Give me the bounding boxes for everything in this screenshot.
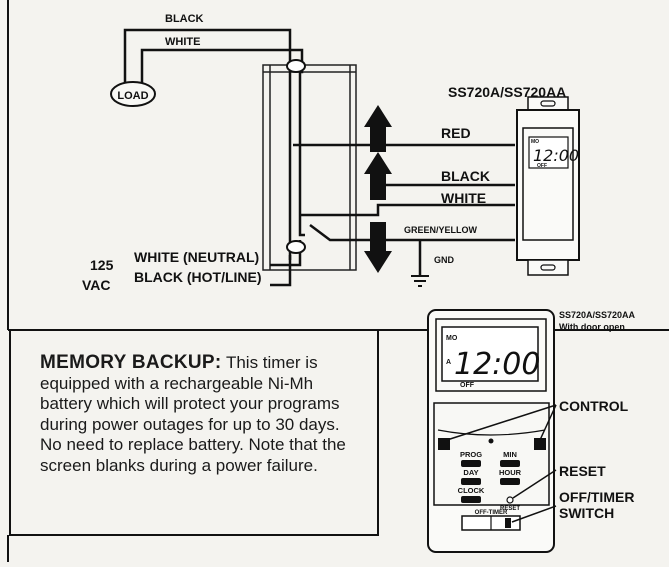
label-green-yellow: GREEN/YELLOW bbox=[404, 225, 478, 235]
wire-nut-bottom bbox=[286, 240, 306, 254]
label-black-top: BLACK bbox=[165, 13, 204, 25]
label-white-mid: WHITE bbox=[441, 190, 486, 206]
reset-button[interactable] bbox=[506, 496, 514, 504]
large-model-subcaption: With door open bbox=[559, 322, 625, 332]
wires bbox=[123, 28, 515, 287]
prog-button-label: PROG bbox=[460, 450, 482, 459]
callout-off-timer-1: OFF/TIMER bbox=[559, 489, 634, 505]
label-gnd: GND bbox=[434, 255, 455, 265]
arrow-up-icon bbox=[364, 105, 392, 152]
callout-lines bbox=[446, 404, 557, 523]
prog-button[interactable] bbox=[461, 460, 481, 467]
label-white-neutral: WHITE (NEUTRAL) bbox=[134, 249, 259, 265]
memory-backup-note: MEMORY BACKUP: This timer is equipped wi… bbox=[40, 352, 358, 476]
wire-green-yellow bbox=[309, 224, 515, 242]
min-button[interactable] bbox=[500, 460, 520, 467]
memory-backup-body: This timer is equipped with a rechargeab… bbox=[40, 353, 346, 475]
load-symbol bbox=[110, 81, 156, 107]
wire-white-mid bbox=[300, 203, 515, 217]
control-button-right[interactable] bbox=[534, 438, 546, 450]
label-red: RED bbox=[441, 125, 471, 141]
label-white-top: WHITE bbox=[165, 36, 200, 48]
voltage-number: 125 bbox=[90, 257, 114, 273]
callout-reset: RESET bbox=[559, 463, 606, 479]
large-status-indicator: OFF bbox=[460, 382, 475, 389]
wire-black-hot bbox=[270, 255, 292, 287]
min-button-label: MIN bbox=[503, 450, 517, 459]
arrow-down-icon bbox=[364, 222, 392, 273]
junction-box bbox=[262, 64, 357, 271]
clock-button[interactable] bbox=[461, 496, 481, 503]
small-time-display: 12:00 bbox=[533, 146, 579, 165]
wire-white-load bbox=[140, 48, 305, 237]
large-time-display: 12:00 bbox=[454, 347, 540, 382]
memory-box bbox=[9, 329, 379, 536]
ground-icon bbox=[411, 275, 429, 287]
load-label: LOAD bbox=[117, 90, 148, 102]
day-button-label: DAY bbox=[463, 468, 478, 477]
large-model-caption: SS720A/SS720AA bbox=[559, 310, 636, 320]
hour-button-label: HOUR bbox=[499, 468, 522, 477]
reset-button-label: RESET bbox=[500, 506, 520, 512]
timer-device-small bbox=[516, 96, 580, 276]
small-day-indicator: MO bbox=[531, 139, 539, 145]
wire-black-load bbox=[123, 28, 292, 260]
arrow-up-icon bbox=[364, 152, 392, 200]
off-timer-label: OFF-TIMER bbox=[475, 510, 508, 516]
model-label: SS720A/SS720AA bbox=[448, 84, 566, 100]
day-button[interactable] bbox=[461, 478, 481, 485]
callout-off-timer-2: SWITCH bbox=[559, 505, 614, 521]
label-black-mid: BLACK bbox=[441, 168, 490, 184]
label-black-hot: BLACK (HOT/LINE) bbox=[134, 269, 262, 285]
voltage-unit: VAC bbox=[82, 277, 111, 293]
large-am-indicator: A bbox=[446, 359, 451, 366]
clock-button-label: CLOCK bbox=[458, 486, 485, 495]
small-status-indicator: OFF bbox=[537, 163, 547, 169]
hour-button[interactable] bbox=[500, 478, 520, 485]
memory-backup-title: MEMORY BACKUP: bbox=[40, 352, 222, 373]
wire-nut-top bbox=[286, 59, 306, 73]
control-button-left[interactable] bbox=[438, 438, 450, 450]
callout-control: CONTROL bbox=[559, 398, 629, 414]
large-day-indicator: MO bbox=[446, 335, 458, 342]
